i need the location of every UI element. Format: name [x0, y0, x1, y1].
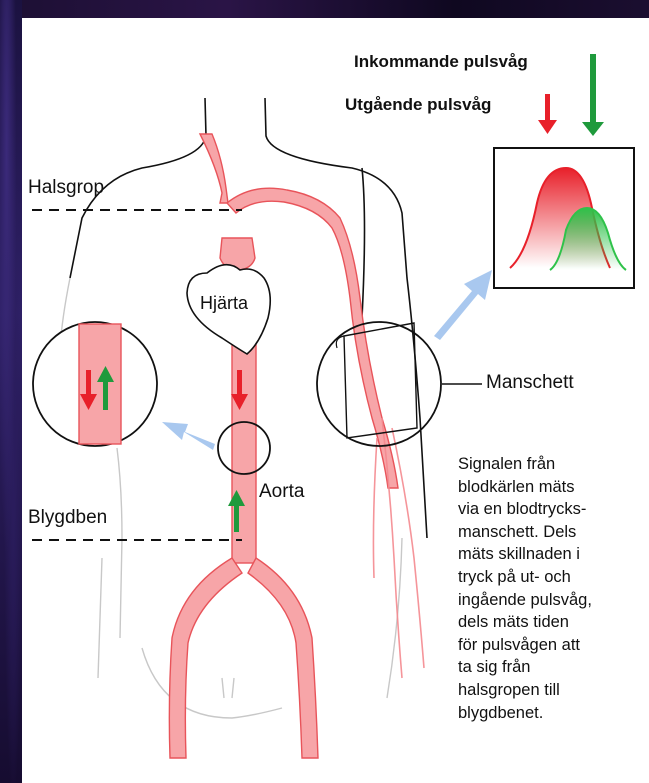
- aorta-label: Aorta: [259, 481, 304, 503]
- description-line: ingående pulsvåg,: [458, 589, 643, 612]
- pointer-arrow-aorta-to-magnified: [162, 422, 215, 450]
- description-line: för pulsvågen att: [458, 634, 643, 657]
- description-line: ta sig från: [458, 656, 643, 679]
- background-left-strip: [0, 0, 22, 783]
- arm-arteries: [373, 418, 424, 678]
- description-line: via en blodtrycks-: [458, 498, 643, 521]
- halsgrop-label: Halsgrop: [28, 177, 104, 199]
- incoming-wave-label: Inkommande pulsvåg: [354, 52, 528, 72]
- background-top-strip: [0, 0, 649, 20]
- description-line: Signalen från: [458, 453, 643, 476]
- legend-outgoing-arrow-red: [538, 94, 557, 134]
- legend-incoming-arrow-green: [582, 54, 604, 136]
- description-line: halsgropen till: [458, 679, 643, 702]
- diagram-panel: Inkommande pulsvåg Utgående pulsvåg Hals…: [22, 18, 649, 783]
- pulse-wave-chart: [494, 148, 634, 288]
- description-line: tryck på ut- och: [458, 566, 643, 589]
- description-line: blodkärlen mäts: [458, 476, 643, 499]
- outgoing-wave-label: Utgående pulsvåg: [345, 95, 491, 115]
- description-line: blygdbenet.: [458, 702, 643, 725]
- description-line: mäts skillnaden i: [458, 543, 643, 566]
- heart-label: Hjärta: [198, 293, 250, 314]
- description-line: dels mäts tiden: [458, 611, 643, 634]
- pointer-arrow-cuff-to-chart: [434, 270, 492, 340]
- description-text: Signalen från blodkärlen mäts via en blo…: [458, 453, 643, 724]
- magnified-artery-circle: [33, 322, 157, 446]
- blygdben-label: Blygdben: [28, 507, 107, 529]
- cuff-label: Manschett: [486, 372, 574, 394]
- description-line: manschett. Dels: [458, 521, 643, 544]
